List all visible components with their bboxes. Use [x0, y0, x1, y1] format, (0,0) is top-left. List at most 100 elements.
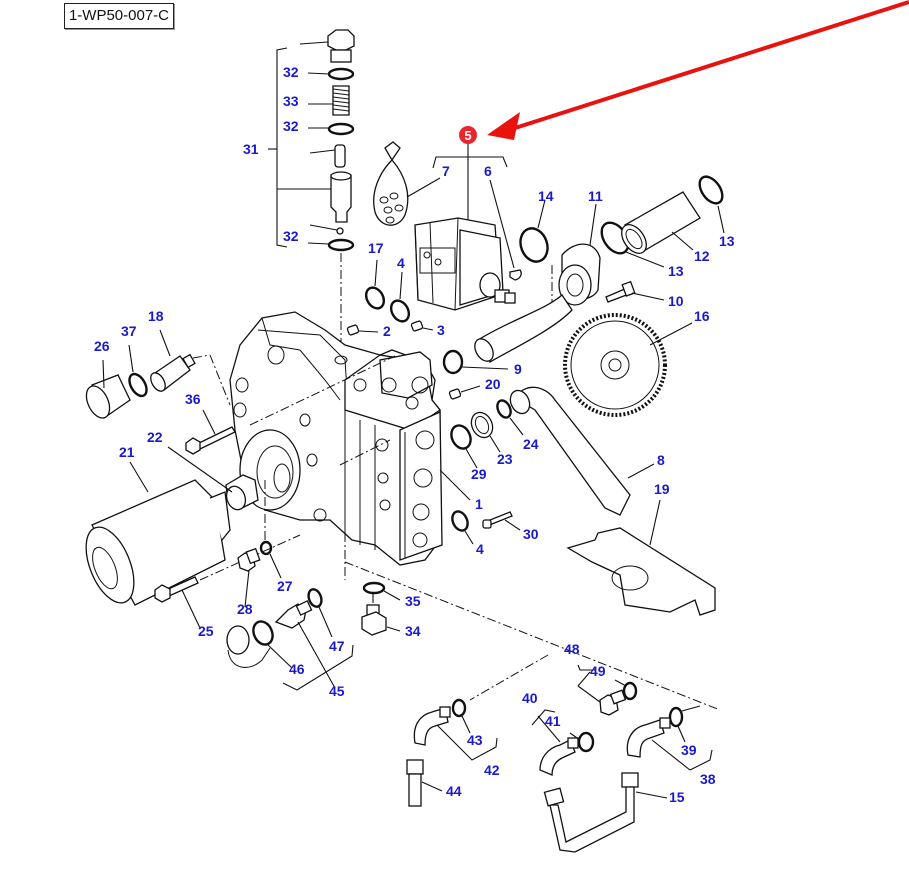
callout-1[interactable]: 1	[475, 496, 483, 512]
callout-46[interactable]: 46	[289, 661, 305, 677]
callout-36[interactable]: 36	[185, 391, 201, 407]
callout-41[interactable]: 41	[545, 713, 561, 729]
callout-49[interactable]: 49	[590, 663, 606, 679]
callout-17[interactable]: 17	[368, 240, 384, 256]
callout-10[interactable]: 10	[668, 293, 684, 309]
part-12-tube	[621, 191, 701, 254]
callout-12[interactable]: 12	[694, 248, 710, 264]
part-4-o-ring-upper	[389, 271, 411, 323]
highlight-badge-5[interactable]: 5	[459, 126, 477, 144]
callout-43[interactable]: 43	[467, 732, 483, 748]
main-housing	[229, 311, 471, 580]
part-19-plate	[566, 499, 716, 616]
part-22-adaptor	[167, 446, 259, 511]
part-10-bolt	[605, 280, 665, 303]
part-21-oil-filter	[85, 461, 231, 606]
part-41-elbow-fitting	[539, 731, 595, 776]
part-group-40	[531, 709, 561, 743]
part-49-banjo-bolt	[599, 679, 638, 716]
part-13-o-ring-right	[698, 175, 725, 234]
part-6-key	[489, 179, 522, 281]
diagram-reference-code: 1-WP50-007-C	[64, 3, 174, 29]
callout-29[interactable]: 29	[471, 466, 487, 482]
part-hose-elbow	[474, 294, 573, 363]
callout-19[interactable]: 19	[654, 481, 670, 497]
part-46-dust-cap	[226, 620, 293, 669]
part-25-bolt	[154, 534, 301, 629]
part-30-screw	[482, 511, 521, 531]
callout-6[interactable]: 6	[484, 163, 492, 179]
callout-45[interactable]: 45	[329, 683, 345, 699]
callout-33[interactable]: 33	[283, 93, 299, 109]
callout-24[interactable]: 24	[523, 436, 539, 452]
part-47-o-ring	[307, 588, 333, 638]
part-14-o-ring	[519, 199, 549, 263]
part-3-dowel	[410, 320, 434, 332]
callout-39[interactable]: 39	[681, 742, 697, 758]
part-16-gear	[563, 313, 693, 417]
callout-47[interactable]: 47	[329, 638, 345, 654]
callout-44[interactable]: 44	[446, 783, 462, 799]
part-39-o-ring	[668, 705, 701, 743]
callout-23[interactable]: 23	[497, 451, 513, 467]
callout-27[interactable]: 27	[277, 578, 293, 594]
callout-22[interactable]: 22	[147, 429, 163, 445]
callout-3[interactable]: 3	[437, 322, 445, 338]
part-27-washer	[259, 540, 282, 579]
callout-20[interactable]: 20	[485, 376, 501, 392]
part-20-dowel	[448, 385, 481, 400]
callout-4[interactable]: 4	[397, 255, 405, 271]
callout-21[interactable]: 21	[119, 444, 135, 460]
callout-32[interactable]: 32	[283, 64, 299, 80]
callout-7[interactable]: 7	[442, 163, 450, 179]
part-43-o-ring	[451, 698, 471, 734]
callout-35[interactable]: 35	[405, 593, 421, 609]
part-28-drain-plug	[237, 547, 261, 608]
callout-4[interactable]: 4	[476, 541, 484, 557]
part-35-o-ring	[362, 581, 401, 603]
part-26-boot	[85, 359, 131, 420]
callout-32[interactable]: 32	[283, 118, 299, 134]
callout-34[interactable]: 34	[405, 623, 421, 639]
part-11-adaptor	[551, 203, 601, 310]
callout-42[interactable]: 42	[484, 762, 500, 778]
part-group-5	[432, 144, 508, 228]
part-44-pipe	[406, 759, 443, 807]
part-17-o-ring	[364, 259, 386, 310]
part-group-31	[268, 29, 355, 360]
part-9-o-ring	[442, 349, 509, 375]
highlight-arrow	[487, 0, 909, 140]
callout-15[interactable]: 15	[669, 789, 685, 805]
callout-13[interactable]: 13	[668, 263, 684, 279]
callout-48[interactable]: 48	[564, 641, 580, 657]
callout-14[interactable]: 14	[538, 188, 554, 204]
part-24-o-ring	[496, 399, 524, 436]
callout-38[interactable]: 38	[700, 771, 716, 787]
part-7-seal-kit-bag	[373, 141, 441, 226]
callout-9[interactable]: 9	[514, 361, 522, 377]
callout-labels: 31 32 33 32 32 7 6 14 11 13 13 12 10 16 …	[94, 64, 735, 805]
callout-16[interactable]: 16	[694, 308, 710, 324]
part-18-pressure-switch	[150, 329, 231, 406]
callout-26[interactable]: 26	[94, 338, 110, 354]
callout-13[interactable]: 13	[719, 233, 735, 249]
callout-8[interactable]: 8	[657, 452, 665, 468]
part-34-plug	[361, 604, 401, 636]
callout-30[interactable]: 30	[523, 526, 539, 542]
part-8-suction-pipe	[509, 386, 655, 516]
callout-37[interactable]: 37	[121, 323, 137, 339]
part-45-test-fitting	[274, 600, 354, 691]
callout-40[interactable]: 40	[522, 690, 538, 706]
part-29-o-ring	[450, 424, 478, 469]
part-4-o-ring-lower	[451, 510, 474, 545]
part-38-elbow-fitting	[626, 717, 713, 771]
callout-31[interactable]: 31	[243, 141, 259, 157]
callout-11[interactable]: 11	[588, 188, 603, 204]
callout-25[interactable]: 25	[198, 623, 214, 639]
callout-28[interactable]: 28	[237, 601, 253, 617]
part-37-hose-clamp	[128, 344, 148, 398]
callout-2[interactable]: 2	[383, 323, 391, 339]
callout-32[interactable]: 32	[283, 228, 299, 244]
callout-18[interactable]: 18	[148, 308, 164, 324]
